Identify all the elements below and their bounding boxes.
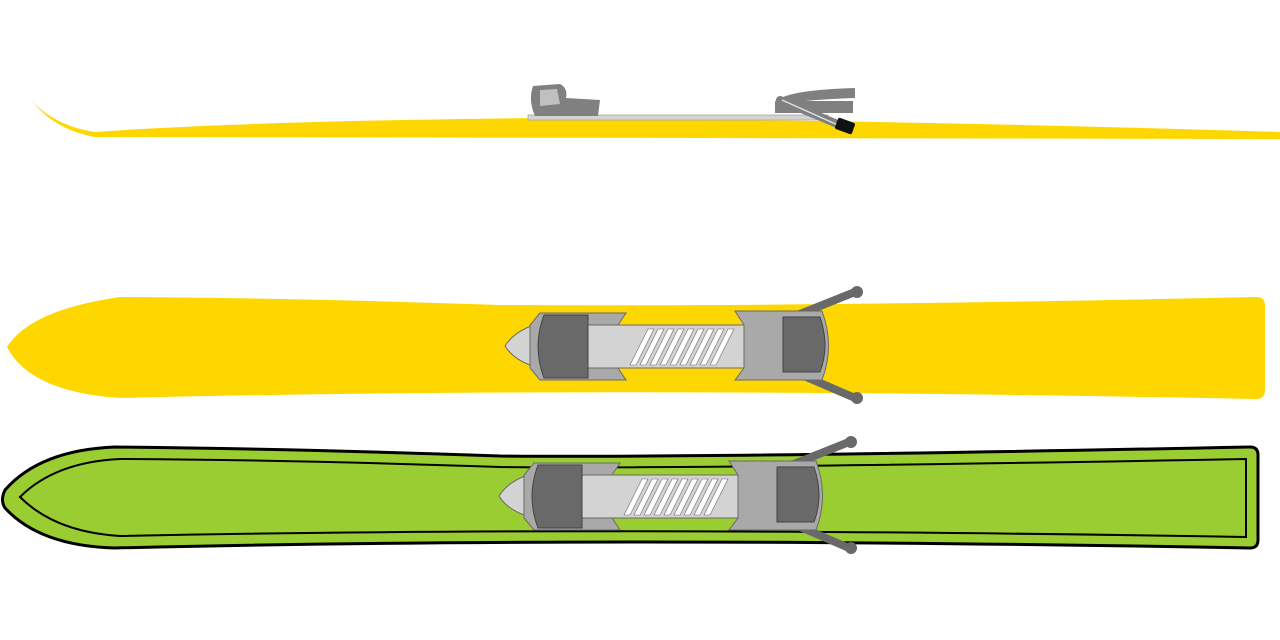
ski-top-view-green [1, 436, 1260, 554]
ski-side-view [32, 84, 1280, 139]
side-heel-strap [778, 88, 855, 104]
ski-top-view-yellow [7, 286, 1265, 404]
